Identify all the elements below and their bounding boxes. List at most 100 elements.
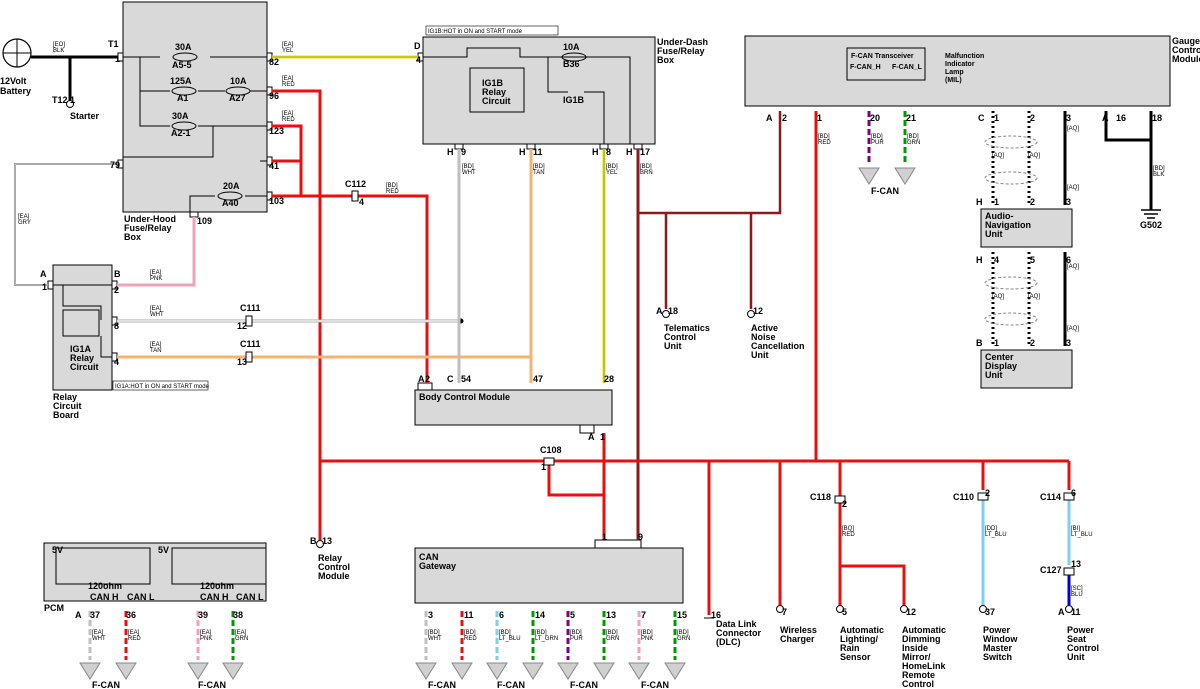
audio-nav-pin-3: 3 (1066, 197, 1071, 207)
c108-label: C108 (540, 445, 562, 455)
fcan-label-gw-2: F-CAN (497, 680, 525, 689)
bcm-pin-28: 28 (604, 374, 614, 384)
wire-bd-tan-code: [BD] (533, 164, 545, 170)
pwr-seat-conn: A (1058, 607, 1065, 617)
gauge-conn-c: C (978, 113, 985, 123)
rb-name-3: Board (53, 410, 79, 420)
gauge-control-module (744, 35, 1171, 107)
pcm-pin-38: 38 (233, 610, 243, 620)
wireless-label-2: Charger (780, 634, 815, 644)
ud-conn-h-3: H (592, 147, 599, 157)
starter-terminal-icon (66, 100, 74, 108)
audio-nav-pin-5: 5 (1030, 255, 1035, 265)
aq-label-4: [AQ] (1067, 185, 1079, 191)
pwr-window-label-3: Master (983, 643, 1013, 653)
gw-wire-8-color: GRN (677, 636, 690, 642)
lighting-pin: 5 (842, 607, 847, 617)
gauge-pin-20: 20 (870, 113, 880, 123)
dimming-pin: 12 (906, 607, 916, 617)
wire-g-grn-color: GRN (907, 140, 920, 146)
fcan-l-label: F-CAN_L (892, 64, 923, 71)
ud-pin-8: 8 (606, 147, 611, 157)
center-disp-name-3: Unit (985, 370, 1003, 380)
ud-conn-h-4: H (626, 147, 633, 157)
relay-ctrl-label-2: Control (318, 562, 350, 572)
pwr-seat-label: Power (1067, 625, 1095, 635)
fuse-a27-id: A27 (229, 93, 246, 103)
fuse-a40-rating: 20A (223, 181, 240, 191)
gauge-pin-2: 2 (782, 113, 787, 123)
dlc-label-3: (DLC) (716, 637, 741, 647)
aq-label-1: [AQ] (1067, 126, 1079, 132)
dimming-label-3: Inside (902, 643, 928, 653)
c127-connector (1063, 567, 1075, 576)
pcm-canl-1: CAN L (127, 592, 155, 602)
fuse-a1-id: A1 (177, 93, 189, 103)
ig1a-relay-label-3: Circuit (70, 362, 99, 372)
audio-navigation-unit (980, 208, 1073, 248)
gw-name-2: Gateway (419, 561, 456, 571)
c110-label: C110 (953, 492, 974, 502)
c118-connector (834, 495, 846, 504)
wire-red123-color: RED (282, 117, 295, 123)
pcm-wire-1-color: WHT (92, 636, 106, 642)
gw-top-pin-1: 1 (602, 532, 607, 542)
c108-pin: 1 (541, 462, 546, 472)
gauge-name-2: Control (1172, 45, 1200, 55)
c118-wire-code: [BQ] (842, 526, 854, 532)
pcm-name: PCM (44, 603, 64, 613)
under-hood-fuse-box (122, 1, 268, 213)
uh-box-name-3: Box (124, 232, 141, 242)
mil-label-2: Indicator (945, 61, 975, 68)
telematics-terminal-icon (662, 310, 670, 318)
center-disp-conn: B (976, 338, 983, 348)
wire-wht-code: [EA] (150, 306, 162, 312)
telematics-label-2: Control (664, 332, 696, 342)
bcm-pin-47: 47 (533, 374, 543, 384)
c118-label: C118 (810, 492, 831, 502)
gauge-pin-16: 16 (1116, 113, 1126, 123)
c114-pin: 6 (1071, 488, 1076, 498)
gauge-name-3: Module (1172, 54, 1200, 64)
gw-name: CAN (419, 552, 439, 562)
lighting-label: Automatic (840, 625, 884, 635)
c112-connector (351, 190, 359, 202)
wire-bd-brn-code: [BD] (640, 164, 652, 170)
dimming-label-6: Remote (902, 670, 935, 680)
pcm (43, 542, 267, 602)
aq-label-2: [AQ] (992, 153, 1004, 159)
lighting-label-3: Rain (840, 643, 860, 653)
anc-pin: 12 (753, 306, 763, 316)
ig1b-relay-label: IG1B (482, 78, 504, 88)
aq-label-6: [AQ] (992, 294, 1004, 300)
gw-wire-2-code: [BD] (464, 630, 476, 636)
audio-nav-pin-2: 2 (1030, 197, 1035, 207)
ud-pin-11: 11 (533, 147, 543, 157)
gauge-pin-18: 18 (1152, 113, 1162, 123)
c114-wire-code: [BI] (1071, 526, 1080, 532)
uh-pin-103: 103 (269, 196, 284, 206)
c111-pin-12: 12 (237, 321, 247, 331)
gw-wire-3-color: LT_BLU (499, 636, 521, 642)
gauge-pin-c3: 3 (1066, 113, 1071, 123)
wire-bd-red-code: [BD] (386, 183, 398, 189)
uh-pin-123: 123 (269, 126, 284, 136)
pcm-pin-36: 36 (126, 610, 136, 620)
pcm-conn: A (75, 610, 82, 620)
ground-g502: G502 (1140, 220, 1162, 230)
ig1b-relay-label-2: Relay (482, 87, 506, 97)
pcm-canh-1: CAN H (90, 592, 119, 602)
wire-gry-color: GRY (18, 220, 31, 226)
gw-pin-13: 13 (606, 610, 616, 620)
audio-nav-pin-1: 1 (994, 197, 999, 207)
aq-label-3: [AQ] (1028, 153, 1040, 159)
bcm-conn-a: A (418, 374, 425, 384)
pwr-window-label-2: Window (983, 634, 1018, 644)
c111-connector-12 (245, 315, 253, 327)
rb-name-2: Circuit (53, 401, 82, 411)
pwr-seat-label-3: Control (1067, 643, 1099, 653)
pcm-ohm-1: 120ohm (88, 581, 122, 591)
c118-wire-color: RED (842, 532, 855, 538)
gw-wire-4-code: [BD] (535, 630, 547, 636)
relay-ctrl-label: Relay (318, 553, 342, 563)
